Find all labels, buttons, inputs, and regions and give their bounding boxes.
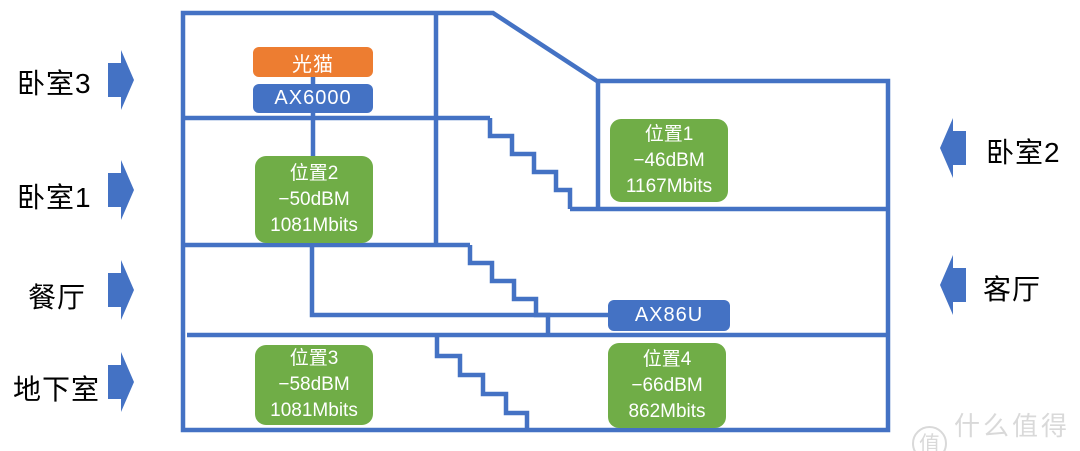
room-label-dining: 餐厅: [28, 282, 87, 313]
pos1-speed: 1167Mbits: [625, 175, 713, 197]
pos1-name: 位置1: [644, 123, 694, 145]
pos2-name: 位置2: [289, 162, 339, 184]
pos2-speed: 1081Mbits: [270, 214, 358, 236]
room-label-bedroom2: 卧室2: [986, 137, 1061, 168]
room-label-bedroom1: 卧室1: [17, 182, 92, 213]
arrow-living-icon: [940, 255, 966, 315]
pos2-signal: −50dBM: [278, 188, 350, 210]
pos3-signal: −58dBM: [278, 374, 350, 395]
modem-box: 光猫: [253, 47, 373, 77]
staircase-middle: [467, 245, 551, 335]
arrow-bedroom1-icon: [108, 160, 134, 220]
pos4-speed: 862Mbits: [628, 400, 706, 422]
measurement-pos4: 位置4 −66dBM 862Mbits: [608, 343, 726, 428]
pos1-signal: −46dBM: [633, 149, 705, 171]
smzdm-watermark: 值 什么值得买: [912, 406, 1080, 451]
smzdm-logo-icon: 值: [912, 425, 947, 451]
room-label-bedroom3: 卧室3: [17, 68, 92, 99]
measurement-pos1: 位置1 −46dBM 1167Mbits: [610, 119, 728, 202]
pos3-name: 位置3: [289, 348, 339, 369]
arrow-bedroom2-icon: [940, 118, 966, 178]
room-label-living: 客厅: [983, 274, 1042, 305]
staircase-upper: [487, 118, 573, 209]
measurement-pos2: 位置2 −50dBM 1081Mbits: [255, 156, 373, 243]
connector-pos2-ax86u: [309, 242, 608, 318]
arrow-dining-icon: [108, 260, 134, 320]
staircase-basement: [434, 335, 530, 430]
room-label-basement: 地下室: [13, 374, 101, 405]
arrow-bedroom3-icon: [108, 50, 134, 110]
pos4-name: 位置4: [642, 348, 692, 370]
arrow-basement-icon: [108, 352, 134, 412]
main-router-box: AX6000: [253, 84, 373, 113]
house-outline: [180, 10, 891, 433]
pos3-speed: 1081Mbits: [270, 400, 358, 421]
pos4-signal: −66dBM: [631, 374, 703, 396]
measurement-pos3: 位置3 −58dBM 1081Mbits: [255, 345, 373, 425]
node-router-box: AX86U: [608, 300, 730, 331]
smzdm-watermark-text: 什么值得买: [954, 411, 1071, 451]
